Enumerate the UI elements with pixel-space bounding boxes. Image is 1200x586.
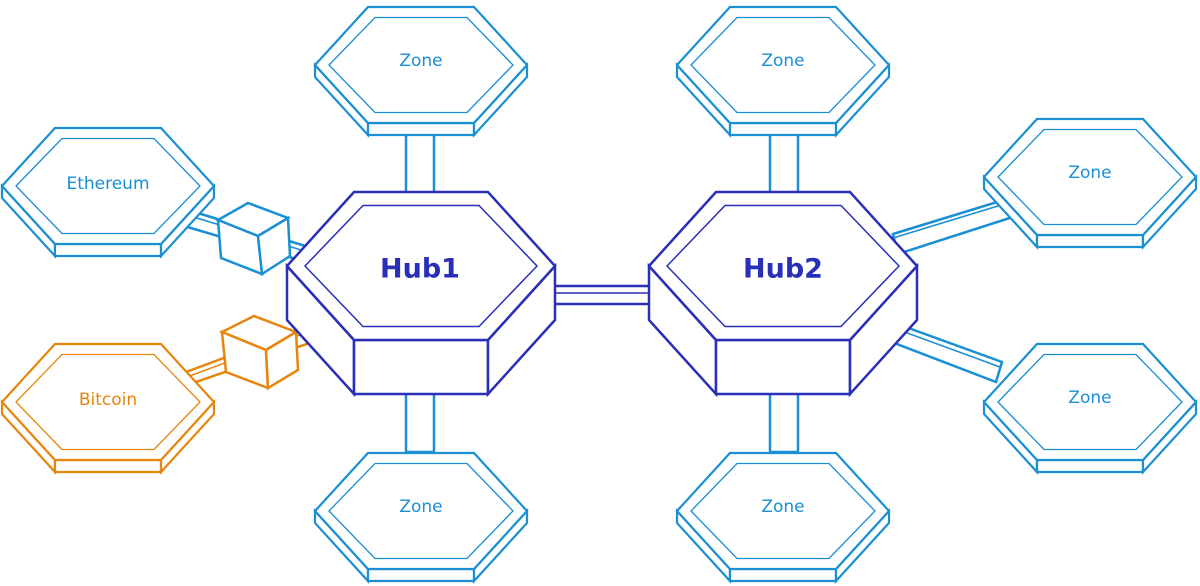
bitcoin-hex-inner-outline	[15, 353, 201, 451]
zone-hex-hub1-bottom	[313, 451, 529, 584]
bitcoin-label: Bitcoin	[79, 390, 137, 410]
zone-label-hub2-right-upper: Zone	[1068, 163, 1111, 183]
ethereum-hex-inner-outline	[15, 137, 201, 235]
zone-label-hub1-top: Zone	[399, 51, 442, 71]
bitcoin-hex	[0, 342, 216, 475]
ethereum-label: Ethereum	[66, 174, 149, 194]
zone-hex-hub1-top	[313, 5, 529, 138]
zone-label-hub1-bottom: Zone	[399, 497, 442, 517]
zone-hex-hub2-right-lower-inner-outline	[997, 353, 1183, 451]
zone-hex-hub2-top-inner-outline	[690, 16, 876, 114]
hub1-hex	[285, 190, 557, 398]
ethereum-hex	[0, 126, 216, 259]
zones	[0, 5, 1198, 584]
zone-hex-hub2-right-lower	[982, 342, 1198, 475]
bitcoin-peg-bridge	[184, 314, 332, 391]
zone-label-hub2-right-lower: Zone	[1068, 388, 1111, 408]
hub2-label: Hub2	[743, 254, 823, 285]
hub2-hex-inner-outline	[665, 204, 901, 328]
zone-hex-hub2-bottom-inner-outline	[690, 462, 876, 560]
zone-hex-hub1-top-inner-outline	[328, 16, 514, 114]
hub1-hex-inner-outline	[303, 204, 539, 328]
zone-label-hub2-top: Zone	[761, 51, 804, 71]
zone-hex-hub2-right-upper-inner-outline	[997, 128, 1183, 226]
zone-label-hub2-bottom: Zone	[761, 497, 804, 517]
labels: Zone Zone Zone Zone Zone Zone Ethereum B…	[66, 51, 1111, 517]
hub1-label: Hub1	[380, 254, 460, 285]
connector-hub1-hub2	[550, 284, 657, 306]
zone-hex-hub2-top	[675, 5, 891, 138]
zone-hex-hub2-bottom	[675, 451, 891, 584]
hub2-hex	[647, 190, 919, 398]
zone-hex-hub1-bottom-inner-outline	[328, 462, 514, 560]
hubs	[285, 190, 919, 398]
zone-hex-hub2-right-upper	[982, 117, 1198, 250]
